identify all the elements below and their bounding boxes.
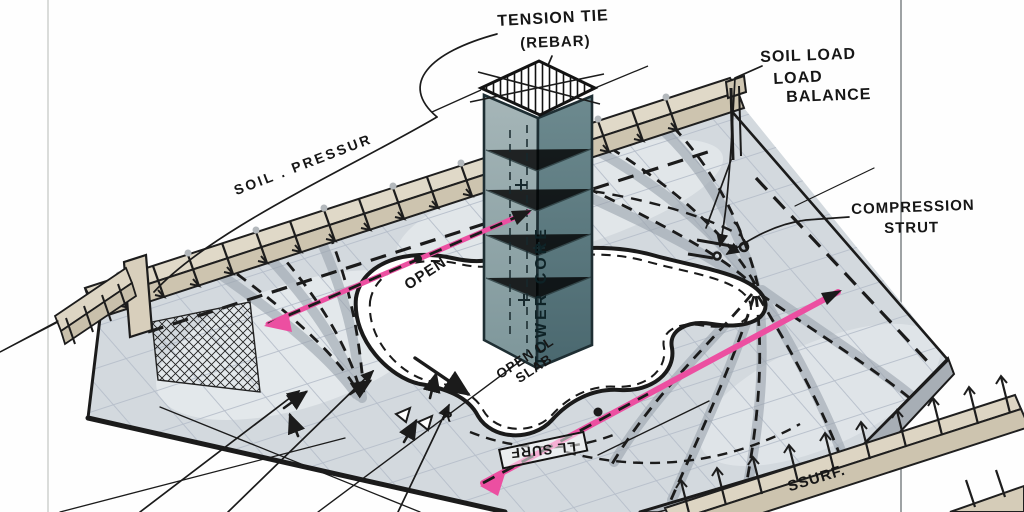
label-tension-tie-rebar: (REBAR) — [519, 32, 591, 52]
crosshatch-corner — [151, 301, 261, 393]
soil-load-leader — [716, 65, 763, 248]
compression-leader — [725, 216, 850, 255]
leader-lines — [0, 33, 875, 512]
strut-text: STRUT — [883, 219, 940, 237]
label-soil-load-3: BALANCE — [785, 86, 872, 107]
bottom-edge-strip — [663, 374, 1024, 512]
knot-cluster — [687, 221, 750, 261]
pink-arrow-left — [264, 209, 532, 332]
balance-text: BALANCE — [785, 86, 872, 106]
corner-strip — [949, 484, 1024, 512]
small-arrows — [282, 356, 471, 444]
label-soil-load-1: SOIL LOAD — [759, 45, 857, 67]
load-text: LOAD — [772, 68, 824, 88]
label-soil-load-2: LOAD — [772, 68, 824, 88]
label-compression-strut-2: STRUT — [883, 219, 940, 237]
rebar-text: (REBAR) — [519, 32, 591, 52]
soil-load-text: SOIL LOAD — [759, 45, 857, 66]
